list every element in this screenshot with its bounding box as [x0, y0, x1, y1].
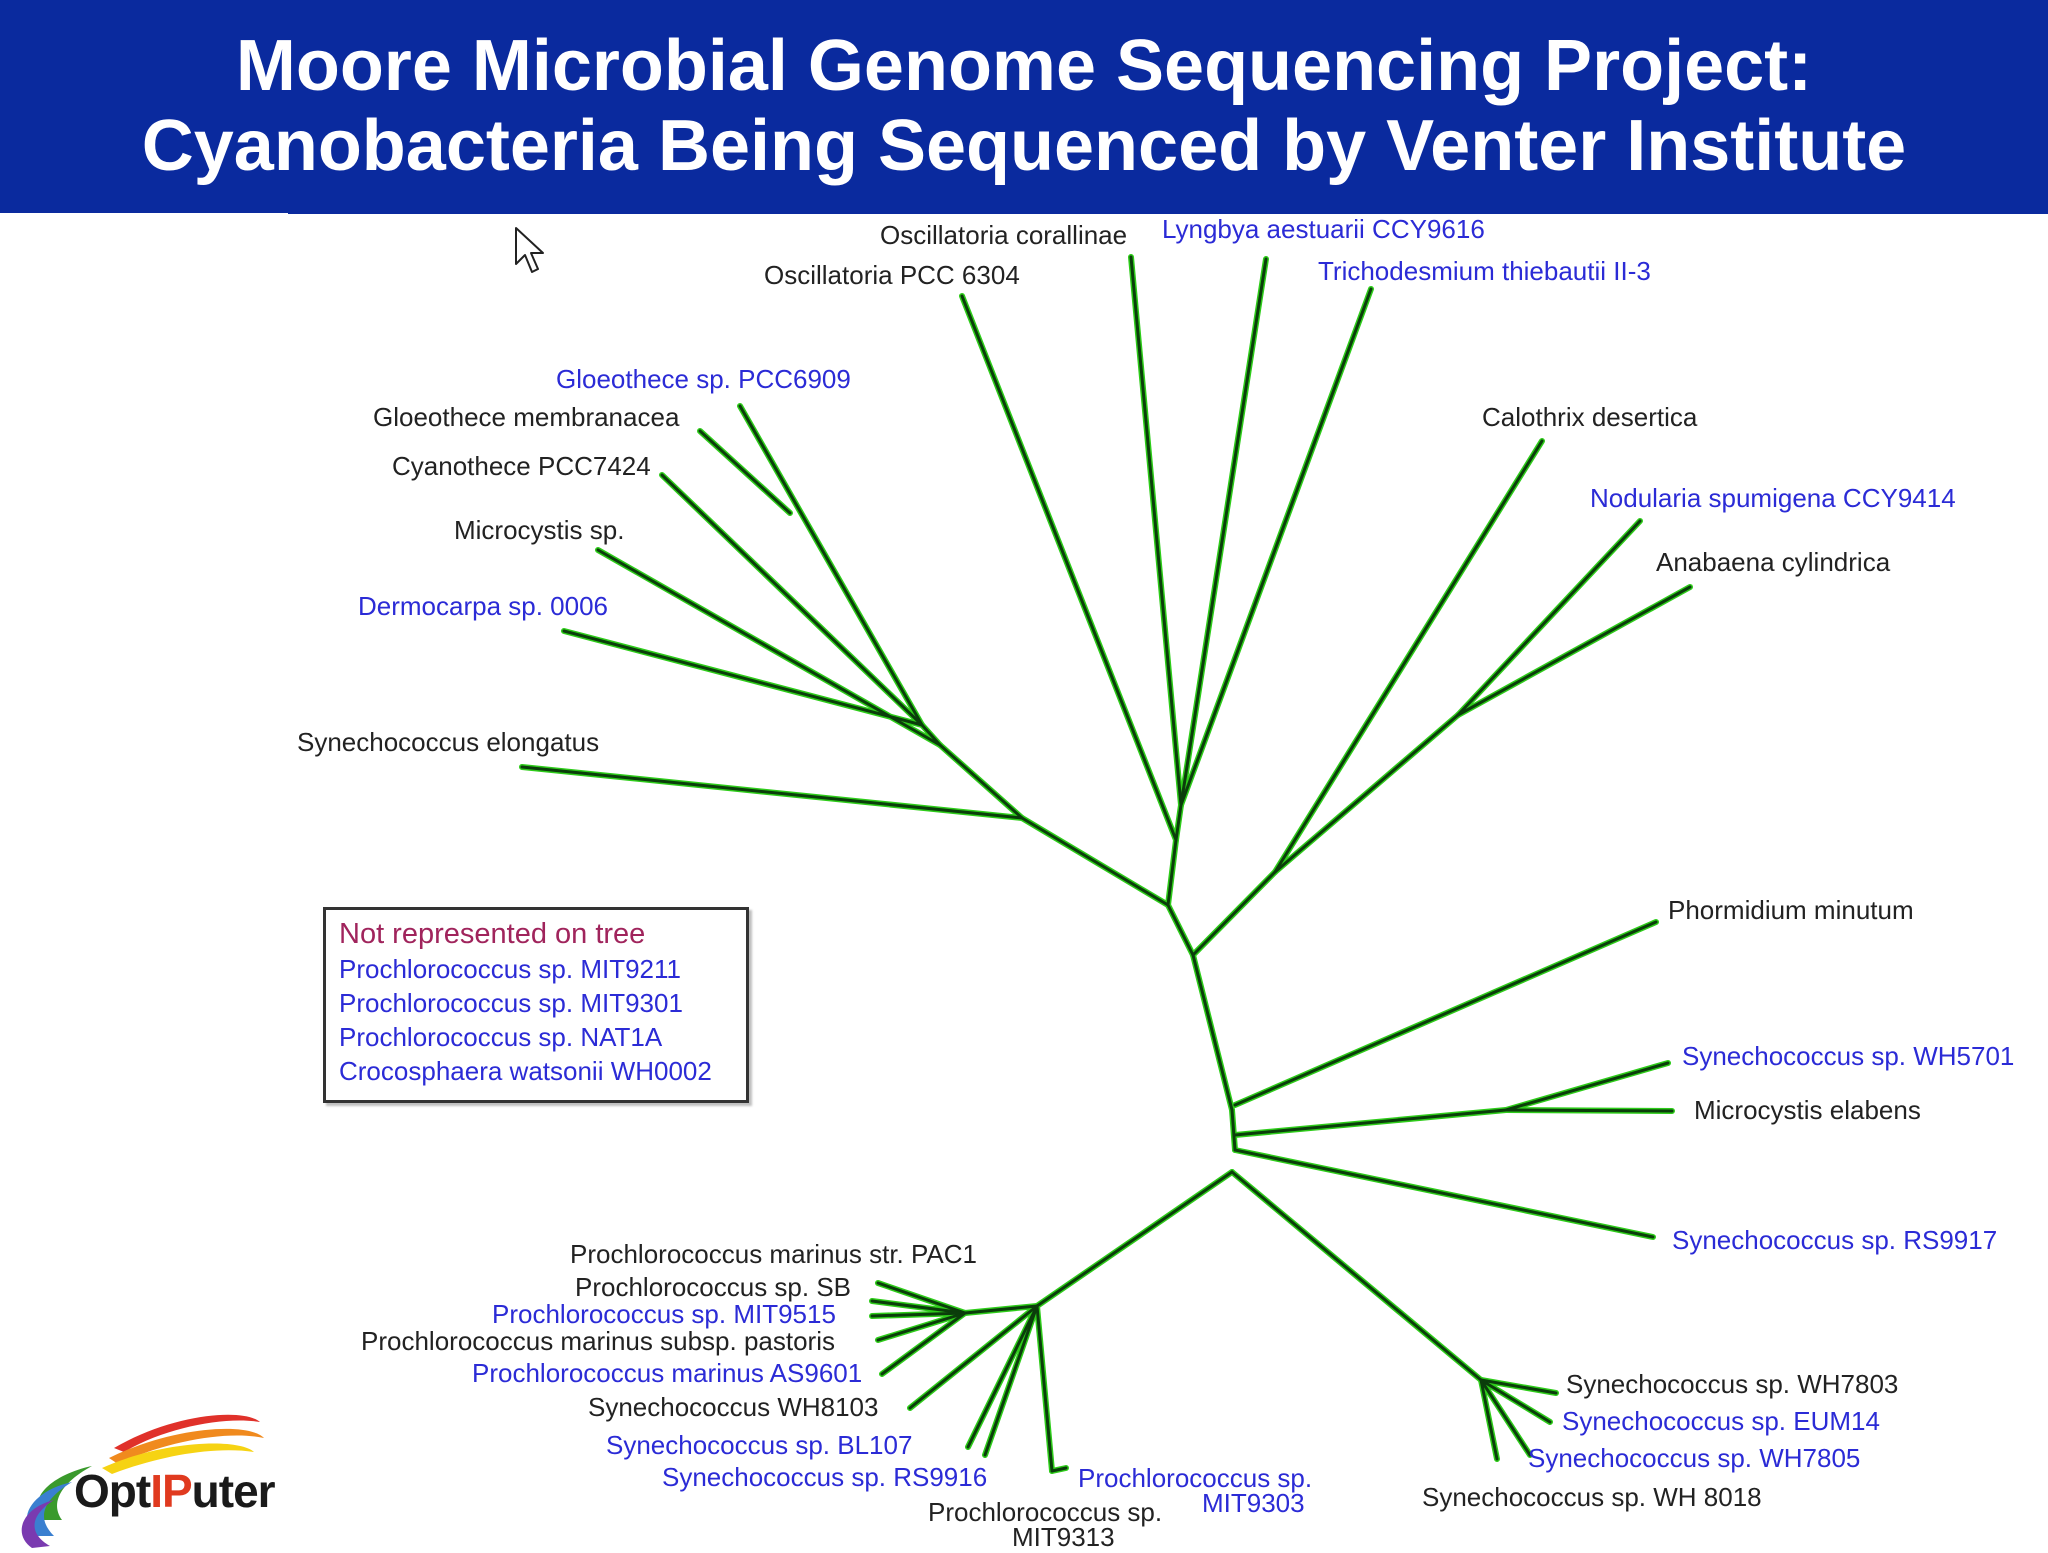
branch-mc-elabens-stem — [1233, 1108, 1508, 1137]
branch-left-a — [1020, 816, 1170, 907]
branch-pro-mit9515 — [870, 1311, 967, 1318]
branch-upper-stem — [1166, 838, 1178, 907]
slide-title-line-1: Moore Microbial Genome Sequencing Projec… — [235, 26, 1813, 106]
branch-pro-hub — [963, 1304, 1039, 1315]
label-pro-mit9303-line1: Prochlorococcus sp. — [1078, 1463, 1313, 1493]
legend-item: Prochlorococcus sp. MIT9211 — [339, 954, 681, 984]
branch-syn-rs9917 — [1233, 1148, 1655, 1239]
branch-right-b — [1273, 713, 1460, 874]
branch-osc-pcc6304 — [960, 294, 1178, 842]
branch-pro-pac1 — [876, 1281, 967, 1315]
label-microcystis-sp: Microcystis sp. — [454, 515, 625, 545]
label-oscillatoria-corallinae: Oscillatoria corallinae — [880, 220, 1128, 250]
label-pro-sb: Prochlorococcus sp. SB — [575, 1272, 852, 1302]
label-syn-rs9917: Synechococcus sp. RS9917 — [1672, 1225, 1998, 1255]
branch-syn-wh7805 — [1479, 1378, 1532, 1457]
label-trichodesmium: Trichodesmium thiebautii II-3 — [1318, 256, 1651, 286]
branch-right-stem — [1191, 870, 1277, 957]
label-syn-eum14: Synechococcus sp. EUM14 — [1562, 1406, 1880, 1436]
branch-nodularia — [1456, 519, 1642, 717]
branch-anabaena — [1456, 585, 1692, 717]
label-pro-mit9313-line2: MIT9313 — [1012, 1522, 1115, 1552]
branch-microcystis-elabens — [1504, 1108, 1674, 1113]
branch-syn-wh8018 — [1479, 1378, 1499, 1461]
branch-root-upper — [1166, 903, 1195, 957]
label-pro-pac1: Prochlorococcus marinus str. PAC1 — [570, 1239, 977, 1269]
branch-pro-as9601 — [880, 1311, 967, 1376]
label-microcystis-elabens: Microcystis elabens — [1694, 1095, 1921, 1125]
branch-calothrix — [1273, 439, 1544, 874]
branch-pro-mit9313 — [1035, 1304, 1054, 1473]
branch-syn-wh8103 — [908, 1304, 1039, 1410]
label-pro-pastoris: Prochlorococcus marinus subsp. pastoris — [361, 1326, 835, 1356]
branch-microcystis-sp — [596, 548, 942, 747]
logo-text: OptIPuter — [74, 1465, 276, 1517]
legend-box: Not represented on tree Prochlorococcus … — [323, 907, 749, 1103]
label-gloeothece-pcc6909: Gloeothece sp. PCC6909 — [556, 364, 851, 394]
label-oscillatoria-pcc6304: Oscillatoria PCC 6304 — [764, 260, 1020, 290]
legend-item: Crocosphaera watsonii WH0002 — [339, 1056, 712, 1086]
legend-item: Prochlorococcus sp. MIT9301 — [339, 988, 683, 1018]
label-syn-wh7803: Synechococcus sp. WH7803 — [1566, 1369, 1899, 1399]
label-calothrix: Calothrix desertica — [1482, 402, 1698, 432]
label-lyngbya: Lyngbya aestuarii CCY9616 — [1162, 214, 1485, 244]
branch-cyanothece — [660, 473, 924, 727]
branch-upper-b — [1174, 803, 1183, 842]
branch-syn-elongatus — [520, 765, 1024, 820]
branch-syn-eum14 — [1479, 1378, 1552, 1424]
branch-gloeo-memb — [698, 429, 792, 515]
legend-title: Not represented on tree — [339, 918, 646, 950]
label-pro-mit9303-line2: MIT9303 — [1202, 1488, 1305, 1518]
branch-lr-stem — [1230, 1170, 1483, 1382]
branch-osc-corallinae — [1129, 255, 1183, 807]
branch-pro-syn-stem — [1035, 1170, 1234, 1308]
branch-syn-wh7803 — [1479, 1378, 1558, 1395]
branch-syn-rs9916 — [983, 1304, 1039, 1457]
branch-syn-bl107 — [966, 1304, 1039, 1449]
label-syn-wh5701: Synechococcus sp. WH5701 — [1682, 1041, 2015, 1071]
label-phormidium: Phormidium minutum — [1668, 895, 1914, 925]
arrow-cursor-icon — [515, 227, 544, 273]
label-dermocarpa: Dermocarpa sp. 0006 — [358, 591, 609, 621]
branch-pro-pastoris — [876, 1311, 967, 1342]
branch-phormidium — [1233, 920, 1658, 1107]
branch-backbone-low — [1230, 1108, 1237, 1152]
label-syn-wh8018: Synechococcus sp. WH 8018 — [1422, 1482, 1762, 1512]
label-anabaena: Anabaena cylindrica — [1656, 547, 1891, 577]
label-gloeothece-membranacea: Gloeothece membranacea — [373, 402, 680, 432]
label-syn-wh8103: Synechococcus WH8103 — [588, 1392, 879, 1422]
tree-branches — [520, 255, 1692, 1473]
label-syn-wh7805: Synechococcus sp. WH7805 — [1528, 1443, 1861, 1473]
branch-pro-mit9313-tip — [1050, 1466, 1068, 1473]
label-pro-mit9313-line1: Prochlorococcus sp. — [928, 1497, 1163, 1527]
logo-swoosh-icon — [21, 1414, 264, 1548]
branch-dermocarpa — [562, 629, 924, 727]
label-pro-mit9515: Prochlorococcus sp. MIT9515 — [492, 1299, 836, 1329]
branch-gloeo-6909 — [738, 404, 924, 727]
slide-title-line-2: Cyanobacteria Being Sequenced by Venter … — [141, 106, 1907, 186]
label-cyanothece: Cyanothece PCC7424 — [392, 451, 651, 481]
label-nodularia: Nodularia spumigena CCY9414 — [1590, 483, 1956, 513]
legend-item: Prochlorococcus sp. NAT1A — [339, 1022, 663, 1052]
branch-lyngbya — [1179, 257, 1268, 807]
title-bar: Moore Microbial Genome Sequencing Projec… — [0, 0, 2048, 213]
label-pro-as9601: Prochlorococcus marinus AS9601 — [472, 1358, 863, 1388]
label-syn-bl107: Synechococcus sp. BL107 — [606, 1430, 913, 1460]
branch-trichodesmium — [1179, 287, 1373, 807]
branch-root-lower — [1191, 953, 1234, 1112]
branch-left-b — [938, 743, 1024, 820]
label-synechococcus-elongatus: Synechococcus elongatus — [297, 727, 600, 757]
branch-pro-sb — [870, 1299, 967, 1315]
title-underline — [288, 211, 2048, 214]
label-syn-rs9916: Synechococcus sp. RS9916 — [662, 1462, 988, 1492]
optiputer-logo: OptIPuter — [14, 1408, 304, 1550]
branch-syn-wh5701 — [1504, 1061, 1670, 1112]
